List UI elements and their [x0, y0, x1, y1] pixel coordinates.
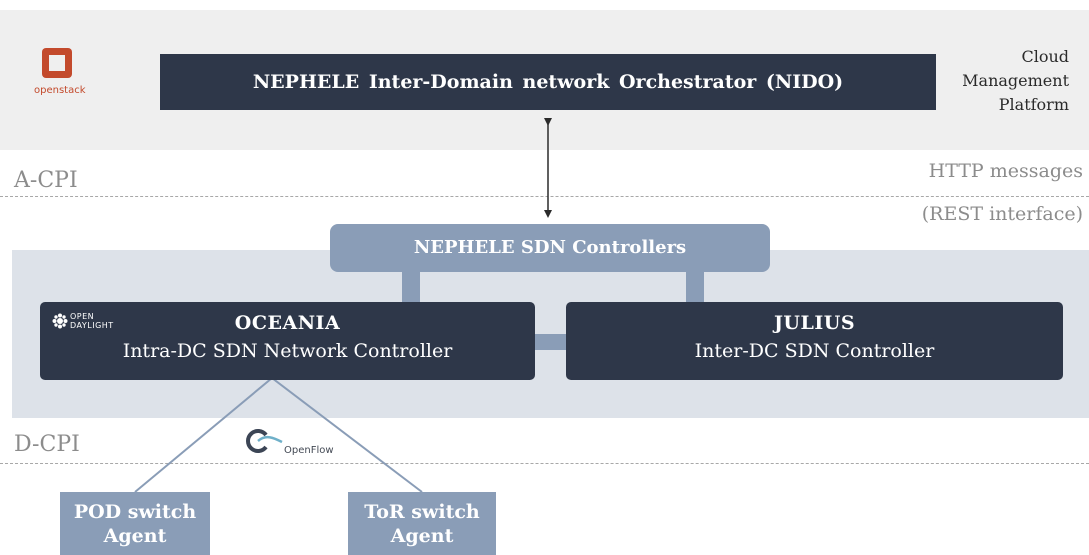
connector-sdn-julius — [686, 270, 704, 304]
julius-title: JULIUS — [773, 312, 856, 334]
oceania-pod-line — [134, 377, 273, 493]
cmp-line-2: Management — [962, 71, 1069, 90]
oceania-tor-line — [271, 377, 423, 493]
opendaylight-logo-text: OPEN DAYLIGHT — [70, 312, 114, 330]
julius-subtitle: Inter-DC SDN Controller — [694, 340, 935, 362]
a-cpi-label: A-CPI — [14, 168, 78, 193]
sdn-controllers-box: NEPHELE SDN Controllers — [330, 224, 770, 272]
openstack-logo-text: openstack — [34, 85, 86, 96]
cloud-management-platform-label: Cloud Management Platform — [909, 45, 1069, 117]
opendaylight-logo-icon — [52, 313, 68, 329]
http-messages-label: HTTP messages — [928, 160, 1083, 182]
oceania-title: OCEANIA — [234, 312, 341, 334]
connector-sdn-oceania — [402, 270, 420, 304]
tor-agent-line-1: ToR switch — [364, 501, 480, 523]
tor-agent-line-2: Agent — [390, 525, 454, 547]
nido-orchestrator-box: NEPHELE Inter-Domain network Orchestrato… — [160, 54, 936, 110]
pod-agent-line-2: Agent — [103, 525, 167, 547]
d-cpi-divider — [0, 463, 1089, 464]
rest-interface-label: (REST interface) — [921, 203, 1083, 225]
openstack-logo-icon — [42, 48, 72, 78]
cmp-line-1: Cloud — [1021, 47, 1069, 66]
d-cpi-label: D-CPI — [14, 432, 80, 457]
openflow-logo-icon — [246, 429, 283, 453]
odl-line-2: DAYLIGHT — [70, 321, 114, 330]
tor-switch-agent-box: ToR switch Agent — [348, 492, 496, 555]
pod-switch-agent-box: POD switch Agent — [60, 492, 210, 555]
pod-agent-line-1: POD switch — [73, 501, 197, 523]
julius-controller-box: JULIUS Inter-DC SDN Controller — [566, 302, 1063, 380]
oceania-controller-box: OCEANIA Intra-DC SDN Network Controller — [40, 302, 535, 380]
odl-line-1: OPEN — [70, 312, 95, 321]
oceania-subtitle: Intra-DC SDN Network Controller — [122, 340, 453, 362]
cmp-line-3: Platform — [998, 95, 1069, 114]
connector-oceania-julius — [534, 334, 568, 350]
openflow-logo-text: OpenFlow — [284, 445, 334, 456]
